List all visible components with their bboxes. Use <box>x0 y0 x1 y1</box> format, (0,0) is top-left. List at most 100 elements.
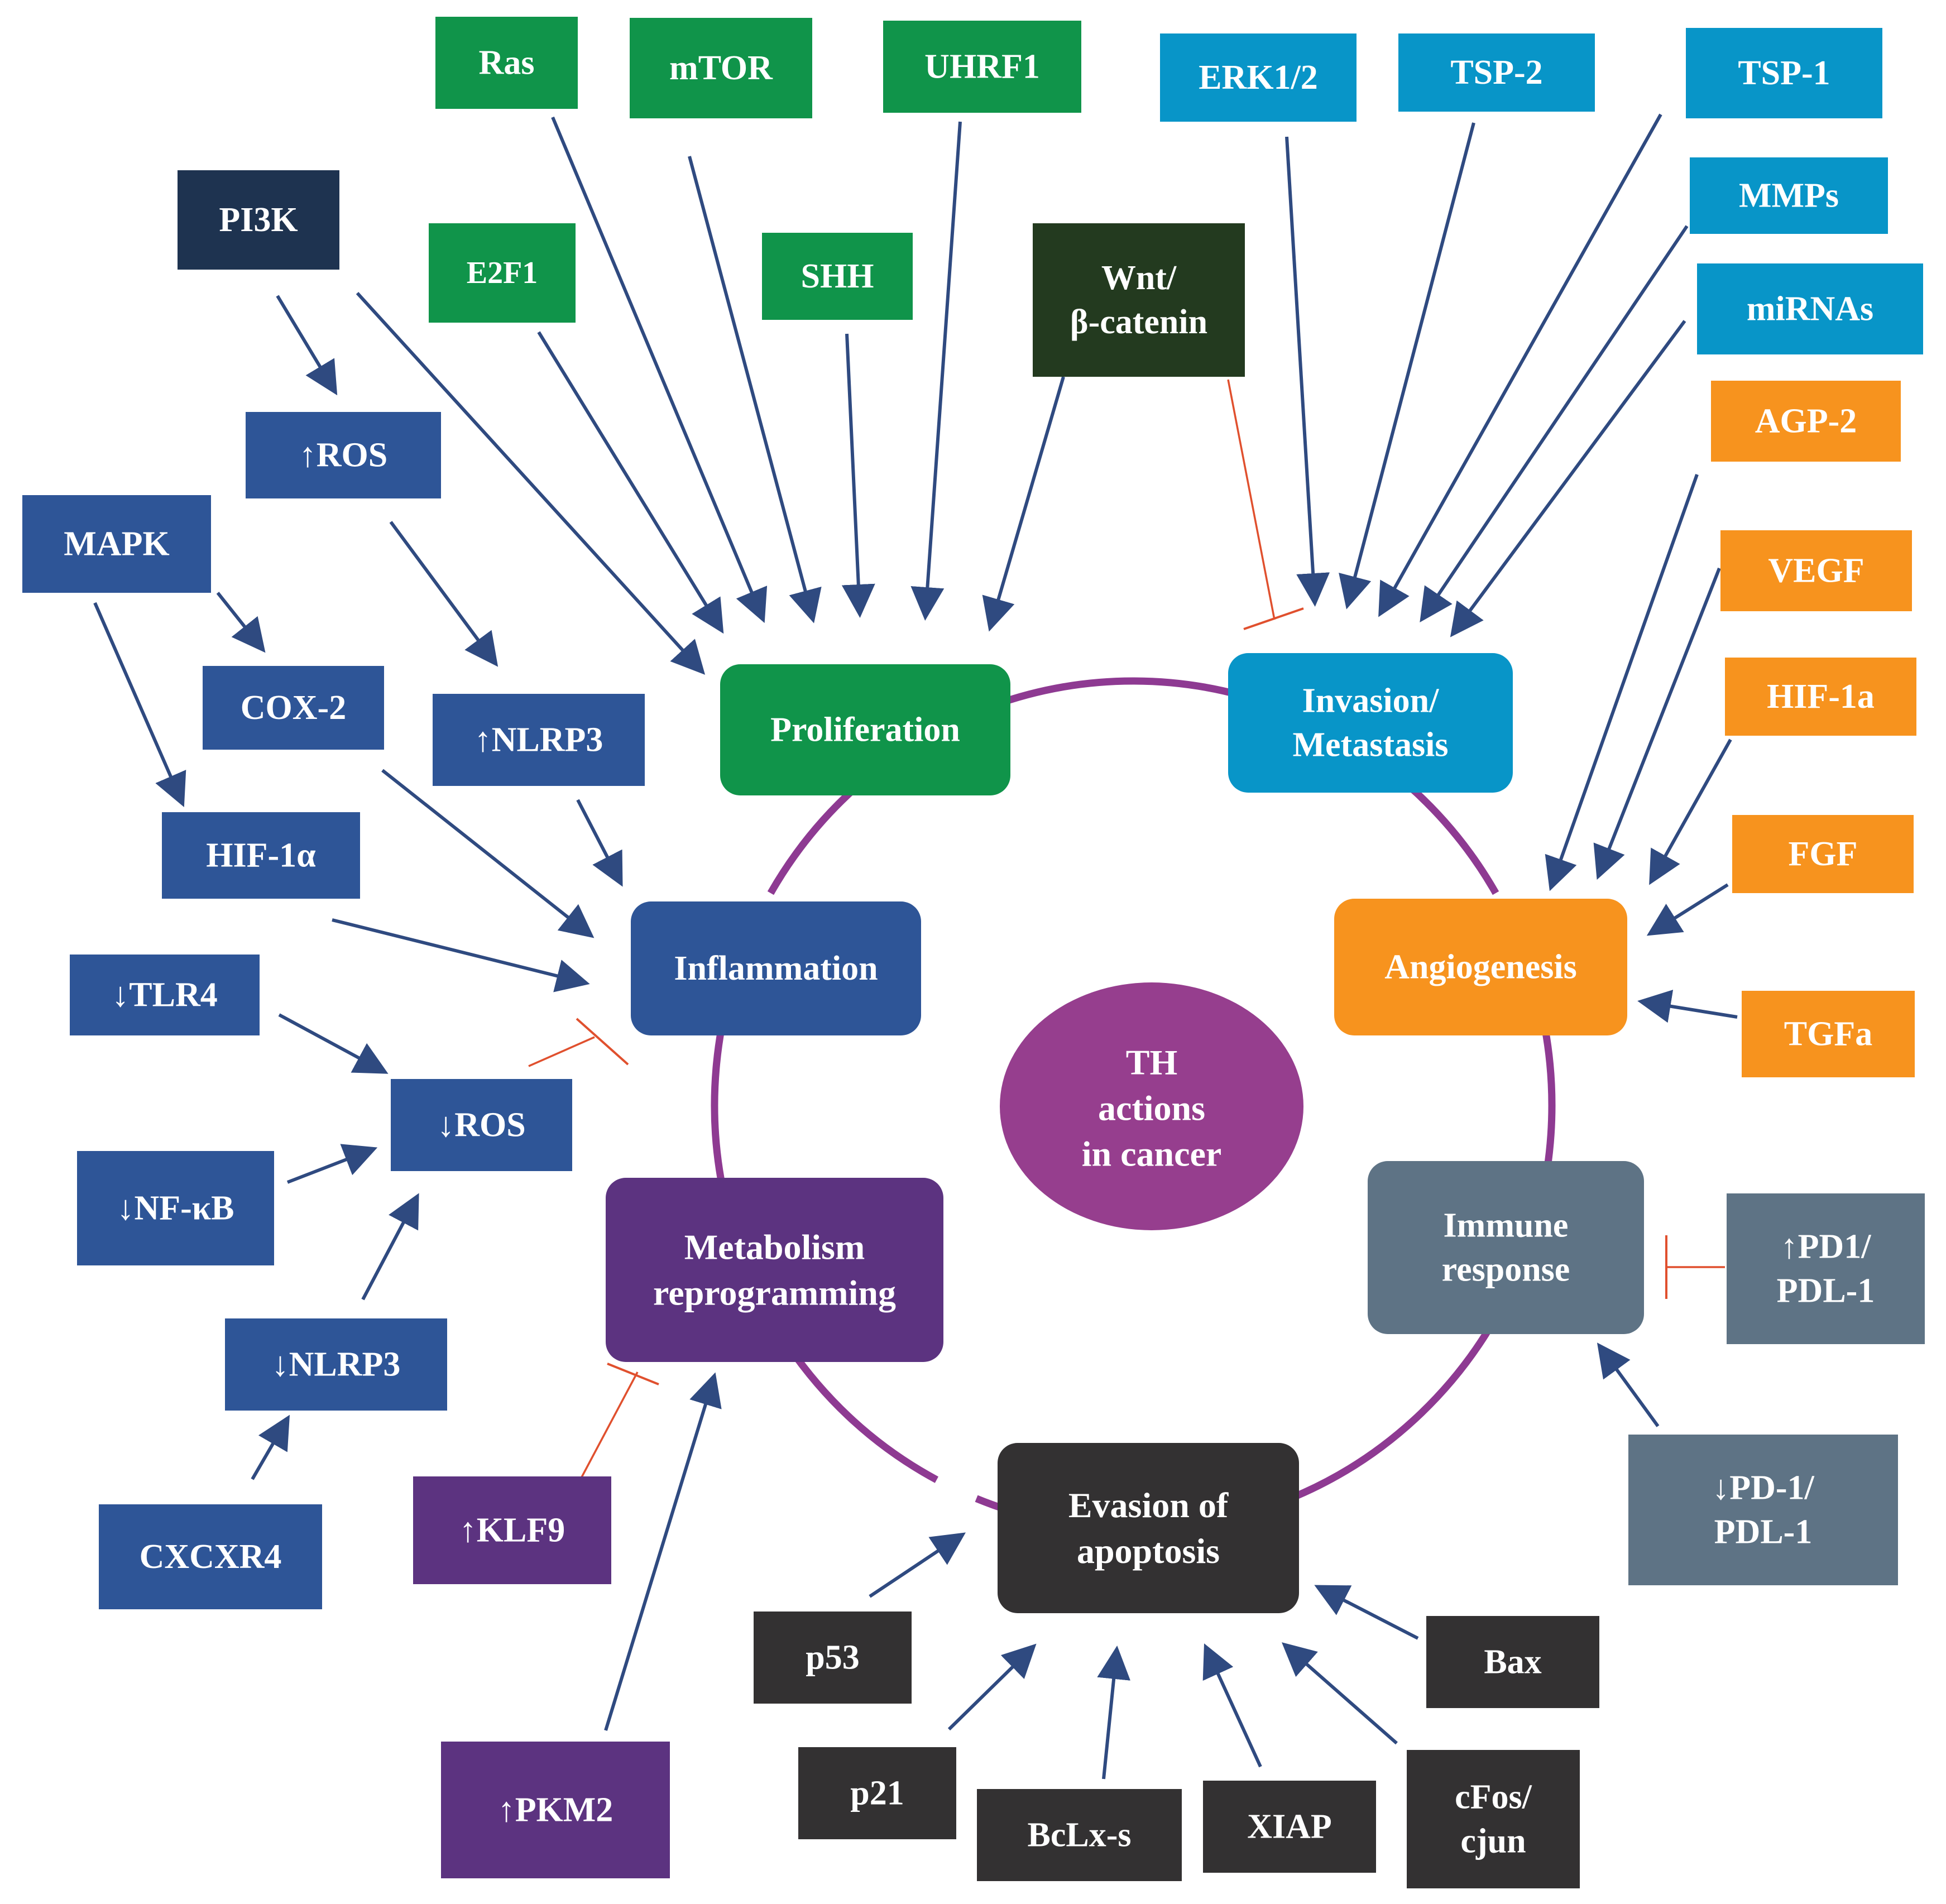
center-ellipse <box>1000 982 1303 1230</box>
factor-label: HIF-1a <box>1767 678 1875 716</box>
hallmark-label: apoptosis <box>1077 1531 1220 1571</box>
factor-label: MMPs <box>1739 177 1839 215</box>
factor-box <box>1686 28 1882 118</box>
factor-klf9: ↑KLF9 <box>413 1476 611 1584</box>
inhibition-line <box>579 1371 639 1480</box>
factor-mtor: mTOR <box>630 18 812 118</box>
factor-nfkb: ↓NF-κB <box>77 1151 274 1265</box>
factor-box <box>1033 223 1245 377</box>
activation-arrow <box>1637 990 1738 1023</box>
factor-mirnas: miRNAs <box>1697 263 1923 354</box>
activation-arrow <box>1646 883 1729 936</box>
factor-p21: p21 <box>798 1747 956 1839</box>
factor-cxcxr4: CXCXR4 <box>99 1504 322 1609</box>
factor-box <box>413 1476 611 1584</box>
factor-label: ↓ROS <box>437 1106 525 1144</box>
factor-label: HIF-1α <box>206 837 315 875</box>
activation-arrow <box>251 1414 290 1480</box>
factor-box <box>435 17 578 109</box>
activation-arrow <box>389 521 499 667</box>
factor-box <box>1160 33 1357 122</box>
factor-box <box>1725 658 1916 736</box>
activation-arrow <box>1378 113 1662 617</box>
factor-label: SHH <box>801 257 874 295</box>
factor-nlrp3_down: ↓NLRP3 <box>225 1318 447 1411</box>
hallmark-box <box>1334 899 1627 1035</box>
factor-label: BcLx-s <box>1028 1816 1132 1854</box>
hallmark-box <box>998 1443 1299 1613</box>
factor-label: XIAP <box>1247 1808 1332 1846</box>
hallmark-box <box>1368 1161 1644 1334</box>
factor-box <box>99 1504 322 1609</box>
hallmark-box <box>720 664 1010 795</box>
factor-label: TGFa <box>1784 1015 1872 1053</box>
factor-tsp2: TSP-2 <box>1398 33 1595 112</box>
factor-box <box>762 233 913 320</box>
factor-box <box>391 1079 572 1171</box>
factor-box <box>1203 1781 1376 1873</box>
activation-arrow <box>1339 122 1475 610</box>
factor-box <box>798 1747 956 1839</box>
hallmark-label: Metabolism <box>684 1227 865 1267</box>
factor-label: ↑ROS <box>299 437 387 474</box>
factor-box <box>1407 1750 1580 1888</box>
activation-arrow <box>537 331 724 634</box>
factor-box <box>70 955 260 1035</box>
inhibition-bar <box>1243 607 1304 630</box>
factor-box <box>433 694 645 786</box>
inhibition-bar <box>607 1363 659 1385</box>
hallmark-angiogenesis: Angiogenesis <box>1334 899 1627 1035</box>
factor-label: ↓TLR4 <box>112 976 217 1014</box>
factor-hif1alpha: HIF-1α <box>162 812 360 899</box>
factor-agp2: AGP-2 <box>1711 381 1901 462</box>
activation-arrow <box>93 602 186 807</box>
factor-mapk: MAPK <box>22 495 211 593</box>
hallmark-box <box>1228 653 1513 793</box>
hallmark-label: response <box>1442 1251 1570 1289</box>
hallmark-label: Metastasis <box>1293 726 1449 764</box>
factor-erk: ERK1/2 <box>1160 33 1357 122</box>
hallmark-label: Inflammation <box>674 949 878 987</box>
factor-box <box>630 18 812 118</box>
activation-arrow <box>947 1643 1037 1731</box>
factor-label: ERK1/2 <box>1199 59 1318 97</box>
activation-arrow <box>1450 320 1686 637</box>
activation-arrow <box>1649 738 1732 885</box>
hallmark-box <box>606 1178 943 1362</box>
activation-arrow <box>841 333 875 618</box>
factor-box <box>1426 1616 1599 1708</box>
factor-box <box>977 1789 1182 1881</box>
activation-arrow <box>576 799 623 887</box>
activation-arrow <box>356 291 706 675</box>
activation-arrow <box>688 156 822 624</box>
factor-fgf: FGF <box>1732 815 1914 893</box>
factor-label: ↓PD-1/ <box>1712 1469 1814 1507</box>
factor-e2f1: E2F1 <box>429 223 576 323</box>
factor-label: TSP-2 <box>1450 54 1542 92</box>
factor-box <box>203 666 384 750</box>
factor-label: p53 <box>806 1639 859 1677</box>
activation-arrow <box>604 1372 722 1731</box>
factor-mmps: MMPs <box>1690 157 1888 234</box>
factor-label: CXCXR4 <box>140 1538 282 1576</box>
factor-pkm2: ↑PKM2 <box>441 1742 670 1878</box>
factor-box <box>225 1318 447 1411</box>
activation-arrow <box>982 376 1065 632</box>
factor-label: Ras <box>479 44 535 82</box>
factor-ras: Ras <box>435 17 578 109</box>
activation-arrow <box>1597 1342 1660 1427</box>
factor-label: E2F1 <box>467 256 538 290</box>
factor-label: PI3K <box>219 201 298 239</box>
factor-box <box>1732 815 1914 893</box>
activation-arrow <box>278 1013 389 1074</box>
activation-arrow <box>1285 136 1330 607</box>
factor-bclxs: BcLx-s <box>977 1789 1182 1881</box>
factor-box <box>1711 381 1901 462</box>
factor-label: p21 <box>850 1774 904 1812</box>
factor-box <box>246 412 441 498</box>
factor-label: ↑PD1/ <box>1781 1227 1872 1265</box>
